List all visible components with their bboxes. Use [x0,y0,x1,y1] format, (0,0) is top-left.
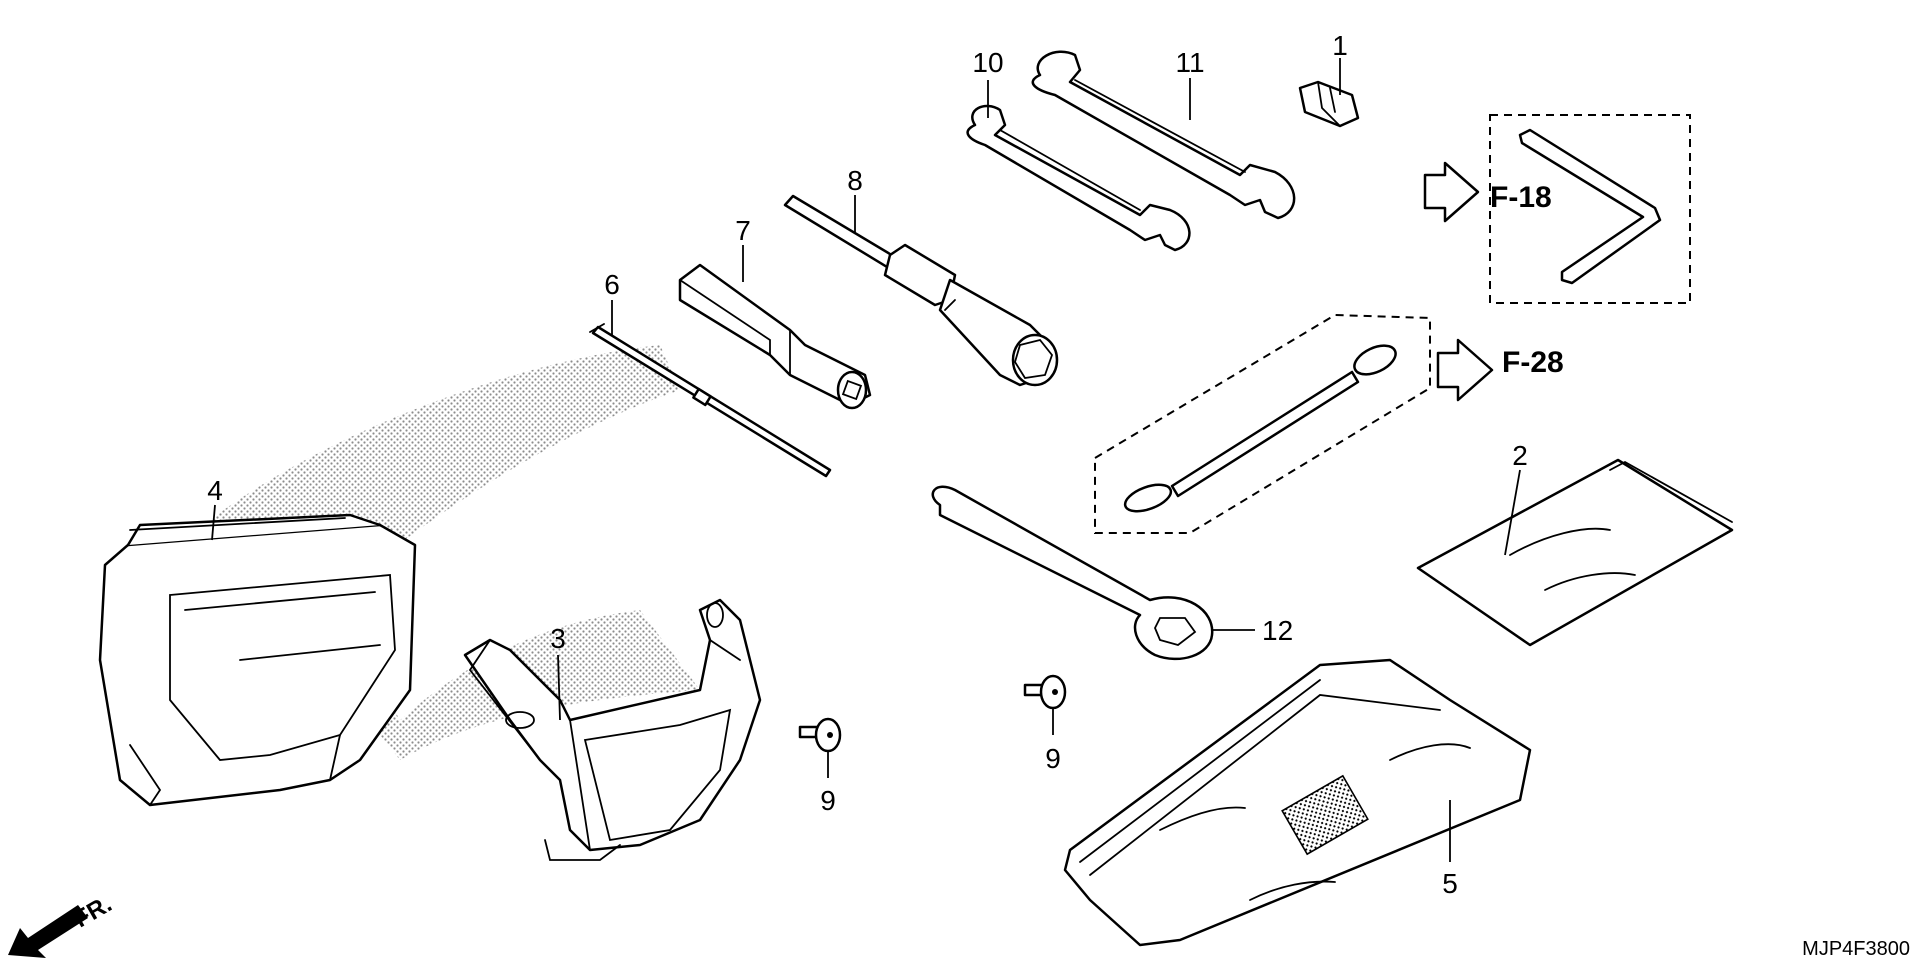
callout-6: 6 [604,269,620,300]
callout-12: 12 [1262,615,1293,646]
front-arrow-icon [8,905,88,958]
part-11-open-end-wrench-large [1031,50,1296,220]
reference-f28: F-28 [1502,346,1564,379]
part-3-tool-box-bracket [463,598,762,861]
part-9-bolt-right [1023,674,1067,710]
reference-f18: F-18 [1490,181,1552,214]
callout-7: 7 [735,215,751,246]
callout-10: 10 [972,47,1003,78]
callout-1: 1 [1332,30,1348,61]
part-12-pin-spanner [931,485,1214,661]
part-7-screwdriver-grip [678,263,872,410]
callout-11: 11 [1175,47,1204,78]
part-8-spark-plug-wrench [783,194,1059,387]
front-marker: FR. [70,890,117,933]
part-1-clip [1298,80,1360,128]
part-2-owners-manual-bag [1416,458,1734,647]
callout-8: 8 [847,165,863,196]
callout-9-right: 9 [1045,743,1061,774]
leader-lines [211,58,1521,862]
diagram-code: MJP4F3800 [1802,938,1910,960]
callout-4: 4 [207,475,223,506]
part-6-screwdriver [589,323,832,478]
helmet-cable-reference-box [1094,313,1494,534]
part-4-toolbox-cover [98,513,417,807]
callout-3: 3 [550,623,566,654]
callout-2: 2 [1512,440,1528,471]
part-9-bolt-left [798,717,842,753]
hex-key-reference-box [1423,114,1691,304]
part-10-open-end-wrench-small [966,104,1191,252]
part-5-tool-bag [1063,658,1532,947]
callout-5: 5 [1442,868,1458,899]
callout-9-left: 9 [820,785,836,816]
